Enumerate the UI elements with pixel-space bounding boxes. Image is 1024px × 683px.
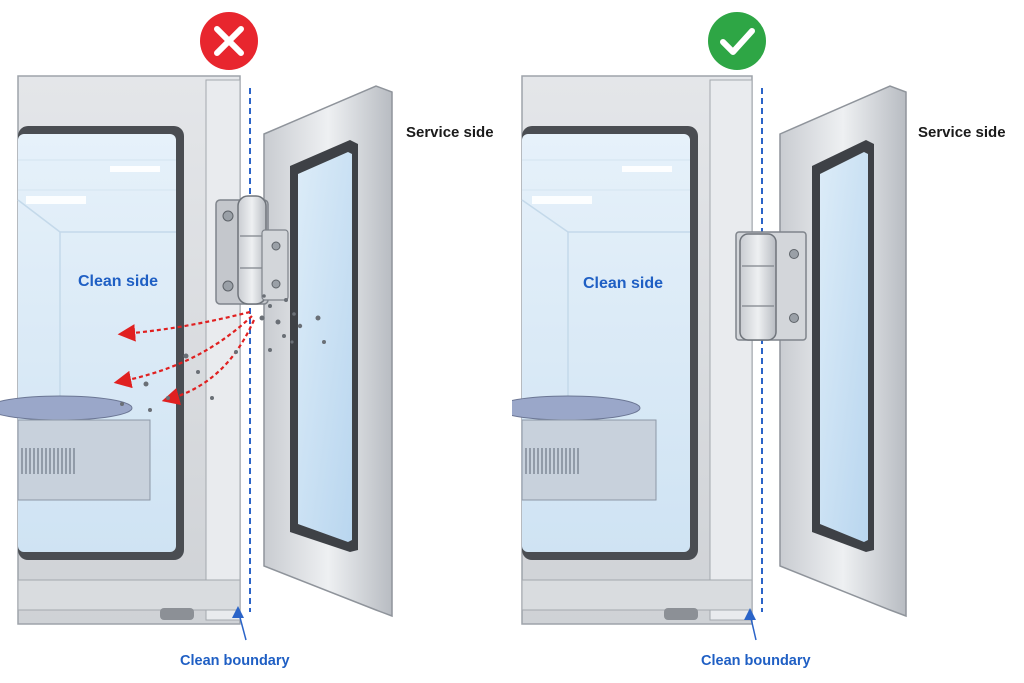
cabinet-side-edge	[205, 79, 241, 621]
incorrect-hinge-panel: Service side Clean side Clean boundary	[0, 12, 494, 669]
cabinet-foot	[160, 608, 194, 620]
clean-boundary-label: Clean boundary	[701, 653, 811, 669]
particle-path-2	[113, 315, 253, 389]
service-side-label: Service side	[918, 124, 1006, 141]
cabinet-base	[17, 579, 241, 611]
incorrect-hinge-illustration	[0, 12, 393, 641]
wafer-plate	[0, 395, 133, 421]
clean-boundary-label: Clean boundary	[180, 653, 290, 669]
wafer-plate	[512, 395, 641, 421]
cross-icon	[200, 12, 258, 70]
door-window	[820, 152, 868, 542]
particle-path-3	[161, 319, 256, 406]
service-side-label: Service side	[406, 124, 494, 141]
hinge-leaf-door	[261, 229, 289, 301]
process-equipment	[17, 419, 151, 501]
particle-path-1	[117, 310, 251, 342]
cabinet-base	[521, 579, 753, 611]
cabinet-side-edge	[709, 79, 753, 621]
hinge-barrel	[739, 233, 777, 341]
check-icon	[708, 12, 766, 70]
door-window	[298, 152, 352, 542]
shed-particles	[120, 294, 326, 412]
clean-side-label: Clean side	[583, 275, 664, 292]
correct-hinge-illustration	[512, 12, 907, 641]
correct-hinge-panel: Service side Clean side Clean boundary	[512, 0, 1024, 683]
cabinet-foot	[664, 608, 698, 620]
clean-side-label: Clean side	[78, 273, 159, 290]
process-equipment	[521, 419, 657, 501]
